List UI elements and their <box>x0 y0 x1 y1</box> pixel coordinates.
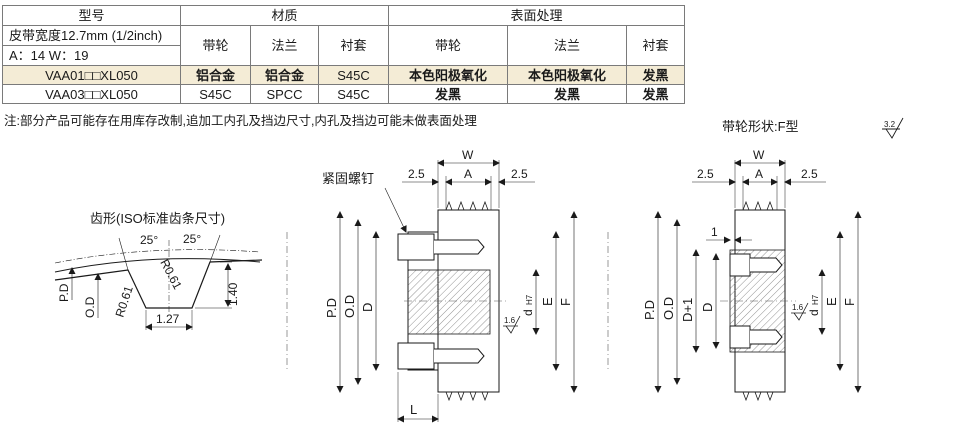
table-cell: 发黑 <box>507 84 627 104</box>
svg-text:O.D: O.D <box>342 295 357 318</box>
svg-text:P.D: P.D <box>642 300 657 320</box>
table-cell: 发黑 <box>388 84 508 104</box>
svg-text:F: F <box>558 298 573 306</box>
svg-text:R0.61: R0.61 <box>157 257 185 292</box>
model-cell: VAA01□□XL050 <box>2 65 181 85</box>
pulley-shape-label: 带轮形状:F型 <box>722 119 799 134</box>
col-flange-surface: 法兰 <box>507 25 627 66</box>
tooth-profile: 齿形(ISO标准齿条尺寸) 25° 25° R0.61 R0.61 1.40 1… <box>54 211 263 331</box>
svg-text:2.5: 2.5 <box>801 167 818 181</box>
svg-text:1.6: 1.6 <box>504 316 516 325</box>
svg-text:E: E <box>824 297 839 306</box>
svg-text:P.D: P.D <box>324 298 339 318</box>
bore-label: d <box>521 309 535 316</box>
svg-text:E: E <box>540 297 555 306</box>
roughness-symbol: 3.2 <box>882 117 904 139</box>
svg-text:D: D <box>700 303 715 312</box>
table-cell: S45C <box>318 65 389 85</box>
svg-text:R0.61: R0.61 <box>113 284 136 319</box>
svg-text:1.40: 1.40 <box>226 282 240 306</box>
table-row: VAA03□□XL050 S45C SPCC S45C 发黑 发黑 发黑 <box>2 84 685 104</box>
svg-text:W: W <box>462 148 474 162</box>
svg-text:2.5: 2.5 <box>408 167 425 181</box>
note-text: 注:部分产品可能存在用库存改制,追加工内孔及挡边尺寸,内孔及挡边可能未做表面处理 <box>4 114 477 128</box>
svg-text:2.5: 2.5 <box>697 167 714 181</box>
svg-text:H7: H7 <box>525 294 534 305</box>
table-cell: S45C <box>318 84 389 104</box>
svg-text:3.2: 3.2 <box>884 120 896 129</box>
col-bushing-material: 衬套 <box>318 25 389 66</box>
svg-text:O.D: O.D <box>661 297 676 320</box>
pulley-section-view-1: 紧固螺钉 W 2.5 A 2.5 P.D O.D D d <box>322 148 578 423</box>
svg-text:1: 1 <box>711 225 718 239</box>
svg-text:H7: H7 <box>811 294 820 305</box>
col-pulley-material: 带轮 <box>180 25 251 66</box>
col-flange-material: 法兰 <box>250 25 319 66</box>
screw-label: 紧固螺钉 <box>322 171 374 186</box>
table-cell: 发黑 <box>626 65 685 85</box>
spec-table: 型号 材质 表面处理 皮带宽度12.7mm (1/2inch) 带轮 法兰 衬套… <box>2 5 685 104</box>
tooth-title: 齿形(ISO标准齿条尺寸) <box>90 211 225 226</box>
pulley-section-view-2: W 2.5 A 2.5 1 P.D O.D D+1 D d H7 <box>642 148 862 402</box>
svg-text:F: F <box>842 298 857 306</box>
svg-text:2.5: 2.5 <box>511 167 528 181</box>
col-pulley-surface: 带轮 <box>388 25 508 66</box>
svg-text:1.27: 1.27 <box>156 312 180 326</box>
svg-text:W: W <box>753 148 765 162</box>
svg-text:D+1: D+1 <box>680 298 695 322</box>
table-cell: 发黑 <box>626 84 685 104</box>
svg-text:D: D <box>360 303 375 312</box>
svg-text:A: A <box>755 167 763 181</box>
model-cell: VAA03□□XL050 <box>2 84 181 104</box>
svg-text:A: A <box>464 167 472 181</box>
table-cell: SPCC <box>250 84 319 104</box>
svg-text:L: L <box>410 402 417 417</box>
svg-text:25°: 25° <box>183 232 201 246</box>
svg-text:1.6: 1.6 <box>792 303 804 312</box>
svg-text:25°: 25° <box>140 233 158 247</box>
svg-text:O.D: O.D <box>83 296 97 318</box>
bore-label-2: d <box>807 309 821 316</box>
svg-text:P.D: P.D <box>57 283 71 302</box>
table-cell: S45C <box>180 84 251 104</box>
table-cell: 本色阳极氧化 <box>388 65 508 85</box>
